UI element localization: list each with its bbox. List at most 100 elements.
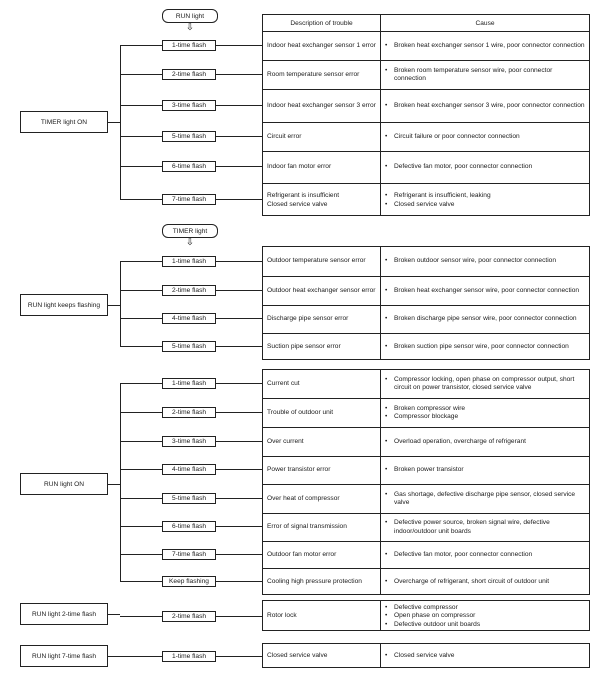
flash-pattern-box: 2-time flash: [162, 610, 216, 622]
cause-item: Open phase on compressor: [385, 612, 585, 620]
column-divider: [380, 15, 381, 215]
cause-item: Defective fan motor, poor connector conn…: [385, 551, 585, 559]
connector-line: [216, 656, 262, 657]
flash-pattern-box: 5-time flash: [162, 492, 216, 504]
trouble-description: Indoor heat exchanger sensor 3 error: [267, 101, 376, 109]
table-row: Indoor heat exchanger sensor 3 error Brok…: [263, 89, 589, 122]
trouble-cause: Defective power source, broken signal wi…: [385, 514, 585, 541]
trouble-cause: Broken compressor wireCompressor blockag…: [385, 399, 585, 427]
cause-item: Broken heat exchanger sensor 3 wire, poo…: [385, 102, 585, 110]
trouble-cause: Defective fan motor, poor connector conn…: [385, 152, 585, 183]
connector-line: [120, 318, 162, 319]
cause-item: Broken power transistor: [385, 466, 585, 474]
connector-line: [216, 554, 262, 555]
cause-item: Overcharge of refrigerant, short circuit…: [385, 578, 585, 586]
trouble-table: Rotor lockDefective compressorOpen phase…: [262, 600, 590, 631]
connector-line: [120, 105, 162, 106]
trouble-description: Cooling high pressure protection: [267, 578, 362, 586]
flash-pattern-box: 3-time flash: [162, 435, 216, 447]
trouble-cause: Compressor locking, open phase on compre…: [385, 370, 585, 398]
trouble-cause: Defective fan motor, poor connector conn…: [385, 542, 585, 568]
trouble-description: Trouble of outdoor unit: [267, 408, 334, 416]
connector-line: [120, 554, 162, 555]
cause-item: Closed service valve: [385, 201, 585, 209]
header-description: Description of trouble: [290, 19, 353, 27]
table-row: Outdoor fan motor error Defective fan mot…: [263, 541, 589, 568]
connector-line: [120, 166, 162, 167]
connector-line: [120, 199, 162, 200]
cause-item: Broken discharge pipe sensor wire, poor …: [385, 315, 585, 323]
column-divider: [380, 247, 381, 359]
cause-item: Defective power source, broken signal wi…: [385, 519, 585, 536]
trouble-description: Indoor fan motor error: [267, 163, 332, 171]
table-row: Room temperature sensor errorBroken room…: [263, 60, 589, 89]
trouble-cause: Broken heat exchanger sensor wire, poor …: [385, 277, 585, 305]
flash-pattern-box: 2-time flash: [162, 68, 216, 80]
connector-line: [108, 484, 120, 485]
connector-line: [108, 614, 120, 615]
bracket-line: [120, 383, 121, 582]
cause-item: Refrigerant is insufficient, leaking: [385, 192, 585, 200]
table-row: Current cutCompressor locking, open phas…: [263, 370, 589, 398]
connector-line: [120, 616, 162, 617]
trouble-description: Refrigerant is insufficient Closed servi…: [267, 192, 340, 208]
trouble-description: Indoor heat exchanger sensor 1 error: [267, 41, 376, 49]
connector-line: [216, 469, 262, 470]
flash-pattern-box: 2-time flash: [162, 406, 216, 418]
connector-line: [120, 45, 162, 46]
connector-line: [216, 136, 262, 137]
connector-line: [120, 412, 162, 413]
trouble-cause: Overcharge of refrigerant, short circuit…: [385, 569, 585, 596]
connector-line: [216, 261, 262, 262]
flash-pattern-box: Keep flashing: [162, 575, 216, 587]
trouble-table: Closed service valve Closed service valve: [262, 643, 590, 668]
table-row: Suction pipe sensor error Broken suction …: [263, 333, 589, 361]
trouble-description: Over heat of compressor: [267, 494, 340, 502]
connector-line: [120, 346, 162, 347]
table-row: Circuit errorCircuit failure or poor con…: [263, 122, 589, 151]
table-row: Outdoor heat exchanger sensor error Broke…: [263, 276, 589, 305]
status-box: RUN light 2-time flash: [20, 603, 108, 625]
cause-item: Broken room temperature sensor wire, poo…: [385, 67, 585, 84]
trouble-cause: Closed service valve: [385, 644, 585, 669]
connector-line: [120, 469, 162, 470]
trouble-description: Closed service valve: [267, 652, 328, 660]
flash-pattern-box: 3-time flash: [162, 99, 216, 111]
connector-line: [216, 412, 262, 413]
connector-line: [108, 122, 120, 123]
flash-pattern-box: 6-time flash: [162, 520, 216, 532]
trouble-description: Outdoor heat exchanger sensor error: [267, 286, 376, 294]
trouble-description: Suction pipe sensor error: [267, 343, 341, 351]
connector-line: [216, 105, 262, 106]
connector-line: [216, 45, 262, 46]
down-arrow-icon: ⇩: [185, 237, 195, 248]
connector-line: [120, 136, 162, 137]
connector-line: [120, 526, 162, 527]
table-row: Indoor heat exchanger sensor 1 errorBrok…: [263, 31, 589, 60]
connector-line: [120, 498, 162, 499]
trouble-cause: Refrigerant is insufficient, leakingClos…: [385, 184, 585, 217]
bracket-line: [120, 45, 121, 200]
connector-line: [216, 199, 262, 200]
trouble-cause: Overload operation, overcharge of refrig…: [385, 428, 585, 456]
trouble-table: Current cutCompressor locking, open phas…: [262, 369, 590, 595]
connector-line: [216, 346, 262, 347]
connector-line: [120, 290, 162, 291]
trouble-cause: Broken discharge pipe sensor wire, poor …: [385, 306, 585, 333]
connector-line: [216, 383, 262, 384]
trouble-description: Outdoor fan motor error: [267, 550, 337, 558]
trouble-cause: Broken suction pipe sensor wire, poor co…: [385, 334, 585, 361]
cause-item: Closed service valve: [385, 652, 585, 660]
connector-line: [108, 305, 120, 306]
connector-line: [216, 581, 262, 582]
table-row: Trouble of outdoor unit Broken compressor…: [263, 398, 589, 427]
connector-line: [216, 498, 262, 499]
flash-pattern-box: 7-time flash: [162, 193, 216, 205]
connector-line: [120, 656, 162, 657]
connector-line: [216, 616, 262, 617]
connector-line: [216, 166, 262, 167]
column-divider: [380, 370, 381, 594]
connector-line: [120, 383, 162, 384]
